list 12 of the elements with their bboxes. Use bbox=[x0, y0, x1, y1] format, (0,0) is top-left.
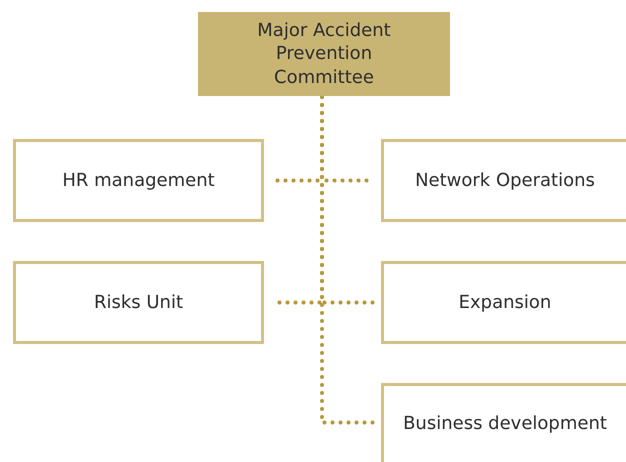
department-name: Network Operations bbox=[414, 168, 596, 192]
department-box bbox=[381, 139, 626, 222]
department-name: HR management bbox=[61, 168, 216, 192]
department-box bbox=[13, 261, 264, 344]
department-box bbox=[381, 383, 626, 462]
committee-name: Major Accident Prevention Committee bbox=[256, 18, 392, 90]
department-box bbox=[381, 261, 626, 344]
department-name: Risks Unit bbox=[92, 290, 184, 314]
department-name: Expansion bbox=[458, 290, 552, 314]
department-box bbox=[13, 139, 264, 222]
committee-box bbox=[198, 12, 450, 96]
department-name: Business development bbox=[402, 412, 608, 436]
